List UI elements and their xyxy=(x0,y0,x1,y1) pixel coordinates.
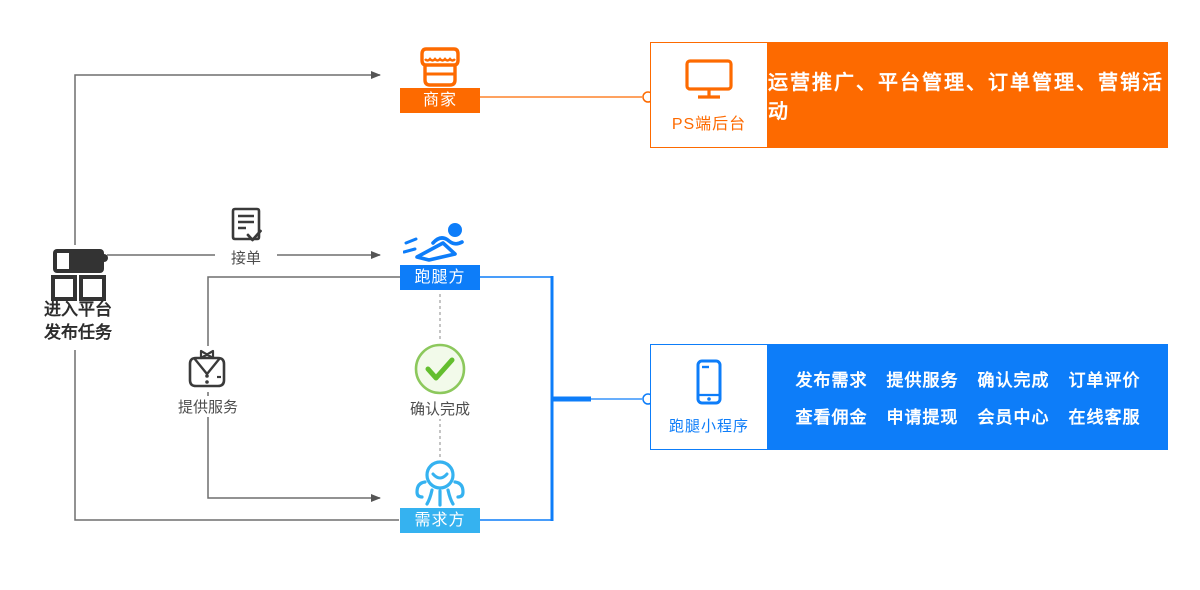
phone-icon xyxy=(689,358,729,406)
demand-person-icon xyxy=(407,459,473,507)
mini-program-title: 跑腿小程序 xyxy=(668,418,749,435)
mp-feature-item: 在线客服 xyxy=(1068,408,1141,427)
ps-backend-title: PS端后台 xyxy=(671,115,747,133)
merchant-label: 商家 xyxy=(400,88,480,113)
demand-label: 需求方 xyxy=(400,508,480,533)
ps-backend-box: PS端后台 xyxy=(650,42,768,148)
edge-runner-to-demand xyxy=(207,276,400,502)
mini-program-features: 发布需求 提供服务 确认完成 订单评价 查看佣金 申请提现 会员中心 在线客服 xyxy=(768,344,1168,450)
mp-feature-item: 确认完成 xyxy=(977,371,1050,390)
runner-label: 跑腿方 xyxy=(400,265,480,290)
mp-feature-item: 提供服务 xyxy=(886,371,959,390)
check-circle-icon xyxy=(413,342,467,396)
service-suit-icon xyxy=(184,346,230,392)
platform-actor-caption: 进入平台 发布任务 xyxy=(28,298,128,344)
mp-feature-item: 发布需求 xyxy=(795,371,868,390)
monitor-icon xyxy=(683,57,735,101)
platform-actor-icon xyxy=(50,246,108,302)
edge-actor-to-merchant xyxy=(74,71,381,245)
accept-order-label: 接单 xyxy=(215,247,277,268)
confirm-complete-label: 确认完成 xyxy=(400,398,480,419)
provide-service-label: 提供服务 xyxy=(168,396,248,417)
mp-feature-item: 订单评价 xyxy=(1068,371,1141,390)
store-icon xyxy=(417,45,463,89)
actor-caption-line2: 发布任务 xyxy=(44,323,112,342)
mp-feature-item: 会员中心 xyxy=(977,408,1050,427)
order-note-icon xyxy=(228,206,264,246)
mini-program-box: 跑腿小程序 xyxy=(650,344,768,450)
ps-backend-features: 运营推广、平台管理、订单管理、营销活动 xyxy=(768,42,1168,148)
mp-feature-item: 查看佣金 xyxy=(795,408,868,427)
runner-icon xyxy=(403,221,469,263)
mp-feature-item: 申请提现 xyxy=(886,408,959,427)
edge-actor-to-demand xyxy=(74,350,399,521)
actor-caption-line1: 进入平台 xyxy=(44,300,112,319)
